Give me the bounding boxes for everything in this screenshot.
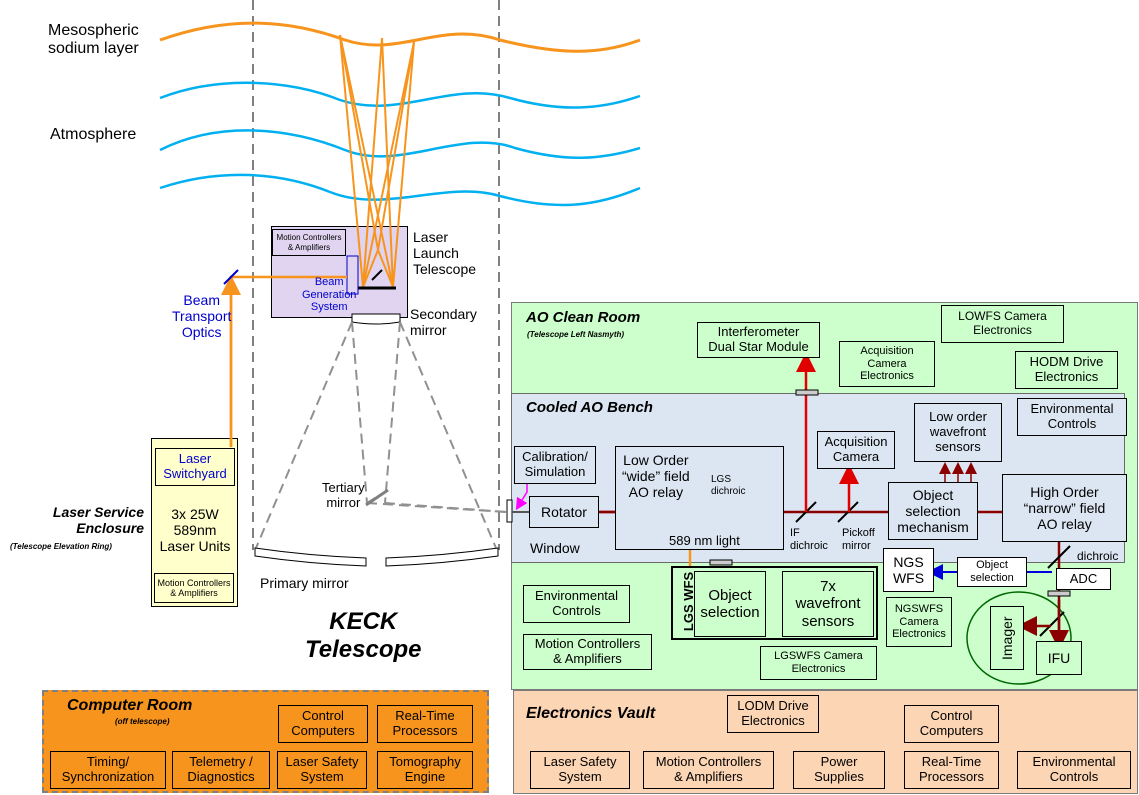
ngs-object-selection-box: Object selection bbox=[957, 557, 1027, 587]
ngswfs-camera-electronics: NGSWFS Camera Electronics bbox=[886, 597, 952, 647]
high-order-relay-box: High Order “narrow” field AO relay bbox=[1002, 474, 1127, 542]
ao-clean-room-title: AO Clean Room bbox=[526, 309, 641, 326]
keck-telescope-label: KECK Telescope bbox=[305, 608, 422, 663]
cr-tomography-engine: Tomography Engine bbox=[377, 751, 473, 789]
cr-control-computers: Control Computers bbox=[278, 705, 368, 743]
adc-box: ADC bbox=[1056, 568, 1111, 590]
atmosphere-wave-3 bbox=[159, 173, 641, 207]
cr-telemetry-diagnostics: Telemetry / Diagnostics bbox=[172, 751, 270, 789]
secondary-mirror-shape bbox=[351, 313, 401, 325]
laser-service-title: Laser Service Enclosure bbox=[52, 504, 144, 537]
tertiary-mirror-shape bbox=[365, 488, 389, 507]
atmosphere-wave-2 bbox=[159, 129, 641, 159]
low-order-relay-box: Low Order “wide” field AO relay bbox=[615, 446, 784, 550]
interferometer-box: Interferometer Dual Star Module bbox=[697, 322, 820, 358]
cooled-bench-title: Cooled AO Bench bbox=[526, 399, 653, 416]
primary-mirror-right bbox=[385, 547, 499, 567]
motion-controllers-small: Motion Controllers & Amplifiers bbox=[272, 229, 346, 256]
ev-environmental-controls: Environmental Controls bbox=[1017, 751, 1131, 789]
window-element bbox=[506, 499, 513, 523]
primary-mirror-label: Primary mirror bbox=[260, 575, 349, 591]
lowfs-camera-electronics: LOWFS Camera Electronics bbox=[941, 305, 1064, 343]
clean-room-window-top bbox=[795, 389, 819, 396]
rotator-box: Rotator bbox=[529, 496, 599, 528]
atmosphere-wave-1 bbox=[159, 81, 641, 109]
telescope-light-cone bbox=[255, 321, 507, 549]
computer-room-subtitle: (off telescope) bbox=[115, 717, 170, 726]
lowfs-feed-arrows bbox=[939, 462, 977, 482]
beam-transport-label: Beam Transport Optics bbox=[172, 292, 232, 341]
computer-room-title: Computer Room bbox=[67, 697, 193, 714]
ngs-wfs-box: NGS WFS bbox=[883, 548, 934, 592]
cr-laser-safety: Laser Safety System bbox=[277, 751, 367, 789]
ev-real-time-processors: Real-Time Processors bbox=[904, 751, 999, 789]
bench-environmental-controls: Environmental Controls bbox=[1017, 398, 1127, 436]
laser-service-subtitle: (Telescope Elevation Ring) bbox=[10, 542, 112, 551]
ifu-box: IFU bbox=[1036, 641, 1082, 675]
if-dichroic-label: IF dichroic bbox=[790, 527, 828, 552]
ev-lodm-drive: LODM Drive Electronics bbox=[727, 695, 819, 733]
lgs-object-selection: Object selection bbox=[694, 571, 766, 637]
ho-dichroic-mirror bbox=[1047, 545, 1071, 569]
beam-transport-mirror bbox=[223, 269, 239, 285]
sodium-layer-wave bbox=[159, 21, 641, 53]
launch-fold-mirror bbox=[371, 269, 383, 281]
laser-launch-label: Laser Launch Telescope bbox=[413, 229, 477, 278]
secondary-mirror-label: Secondary mirror bbox=[410, 306, 477, 339]
beam-generation-optic bbox=[346, 255, 359, 295]
acquisition-camera-box: Acquisition Camera bbox=[817, 431, 895, 469]
lse-motion-controllers: Motion Controllers & Amplifiers bbox=[154, 573, 234, 603]
dichroic-label: dichroic bbox=[1077, 549, 1119, 563]
tertiary-mirror-label: Tertiary mirror bbox=[322, 480, 365, 510]
light-589-label: 589 nm light bbox=[669, 533, 740, 548]
hodm-drive-electronics: HODM Drive Electronics bbox=[1015, 351, 1118, 389]
science-instrument-ellipse bbox=[966, 591, 1072, 685]
imager-fold bbox=[1039, 611, 1065, 637]
bench-window-bottom bbox=[1047, 590, 1071, 597]
window-label: Window bbox=[530, 540, 580, 556]
primary-mirror-left bbox=[254, 547, 367, 567]
ao-clean-room-subtitle: (Telescope Left Nasmyth) bbox=[527, 330, 625, 339]
calibration-feed bbox=[515, 480, 528, 511]
lgswfs-camera-electronics: LGSWFS Camera Electronics bbox=[760, 646, 877, 680]
laser-switchyard-box: Laser Switchyard bbox=[155, 448, 235, 486]
pickoff-mirror-label: Pickoff mirror bbox=[842, 527, 875, 552]
ev-motion-controllers: Motion Controllers & Amplifiers bbox=[643, 751, 774, 789]
ev-power-supplies: Power Supplies bbox=[793, 751, 885, 789]
lgs-window bbox=[709, 559, 733, 566]
electronics-vault-title: Electronics Vault bbox=[526, 705, 656, 722]
sodium-layer-label: Mesospheric sodium layer bbox=[48, 22, 139, 58]
laser-units-label: 3x 25W 589nm Laser Units bbox=[159, 506, 231, 555]
beam-generation-label: Beam Generation System bbox=[302, 276, 357, 314]
object-selection-mechanism: Object selection mechanism bbox=[888, 482, 978, 540]
laser-guide-beams bbox=[339, 34, 415, 288]
calibration-simulation-box: Calibration/ Simulation bbox=[514, 446, 596, 484]
imager-box: Imager bbox=[990, 606, 1024, 670]
low-order-wfs-box: Low order wavefront sensors bbox=[914, 403, 1002, 462]
cr-real-time-processors: Real-Time Processors bbox=[377, 705, 473, 743]
wavefront-sensors-box: 7x wavefront sensors bbox=[782, 571, 874, 637]
ev-laser-safety: Laser Safety System bbox=[530, 751, 630, 789]
clean-room-environmental-controls: Environmental Controls bbox=[523, 585, 630, 623]
clean-room-motion-controllers: Motion Controllers & Amplifiers bbox=[523, 634, 652, 670]
lgs-dichroic-label: LGS dichroic bbox=[711, 474, 746, 497]
ev-control-computers: Control Computers bbox=[904, 705, 999, 743]
cr-timing-sync: Timing/ Synchronization bbox=[50, 751, 166, 789]
atmosphere-label: Atmosphere bbox=[50, 126, 137, 143]
acquisition-camera-electronics: Acquisition Camera Electronics bbox=[839, 341, 935, 387]
